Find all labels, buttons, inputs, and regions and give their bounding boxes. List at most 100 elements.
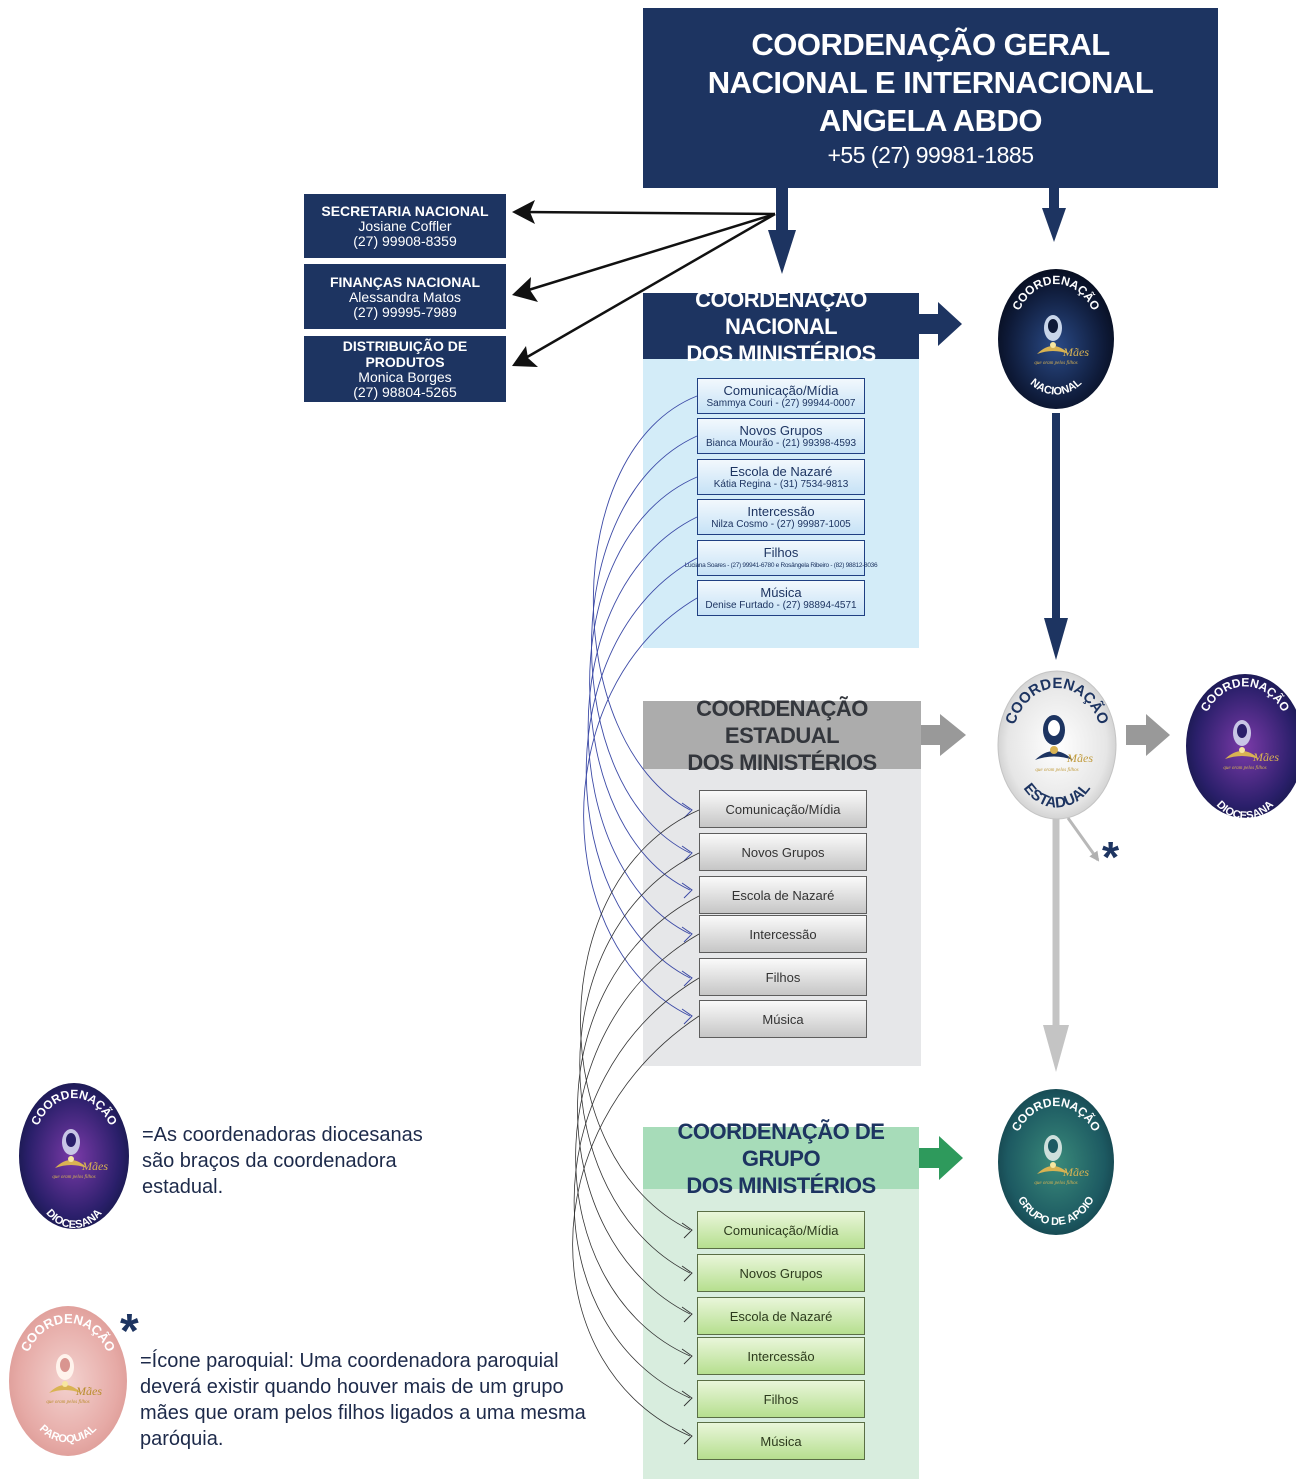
emblem-script: Mães [81,1159,108,1173]
nacional-item-contact: Denise Furtado - (27) 98894-4571 [705,599,857,611]
curve-intercessao [575,933,700,1357]
side-box-secretaria: SECRETARIA NACIONAL Josiane Coffler (27)… [304,194,506,258]
curve-novos-grupos [591,435,698,854]
grey-arrows [921,714,1170,756]
grupo-item-comunicacao: Comunicação/Mídia [697,1211,865,1249]
curves-nacional-to-estadual [583,395,698,1017]
nacional-item-name: Intercessão [747,503,815,519]
nacional-item-contact: Sammya Couri - (27) 99944-0007 [706,397,856,409]
asterisk-marker: * [1102,833,1120,882]
grupo-item-intercessao: Intercessão [697,1337,865,1375]
arrowtip [681,926,693,943]
nacional-item-name: Novos Grupos [739,422,823,438]
legend-line: =As coordenadoras diocesanas [142,1124,423,1146]
top-title-line3: ANGELA ABDO [819,103,1042,138]
arrowhead-to-nacional [768,230,796,274]
side-connector-lines [521,210,776,362]
madonna-icon [1037,1135,1069,1174]
grupo-item-filhos: Filhos [697,1380,865,1418]
madonna-icon [1037,315,1069,354]
curve-comunicacao [592,395,698,811]
arrow-estadual-right [921,714,966,756]
nacional-item-contact: Luciana Soares - (27) 99941-6780 e Rosân… [684,561,878,569]
legend-line: deverá existir quando houver mais de um … [140,1376,564,1398]
arrowhead-to-estadual [1044,618,1068,660]
estadual-item-musica: Música [699,1000,867,1038]
arrowhead-distribuicao [512,346,538,367]
nacional-item-name: Comunicação/Mídia [723,382,839,398]
side-box-title: SECRETARIA NACIONAL [321,203,489,219]
madonna-icon [1035,715,1073,760]
curve-arrowheads-grupo [681,1222,693,1445]
arrowtip [681,845,693,862]
nacional-item-contact: Nilza Cosmo - (27) 99987-1005 [711,518,851,530]
emblem-background [997,670,1117,820]
side-box-title: FINANÇAS NACIONAL [329,273,481,290]
estadual-item-escola: Escola de Nazaré [699,876,867,914]
emblem-script: Mães [1062,345,1089,359]
arrow-nacional-right [919,302,962,346]
estadual-header: COORDENAÇÃO ESTADUAL DOS MINISTÉRIOS [643,696,921,775]
emblem-script: Mães [1066,751,1093,765]
arrowtip [681,1265,693,1282]
legend-line: paróquia. [140,1428,224,1450]
curve-musica [572,1015,700,1437]
emblem-script-sub: que oram pelos filhos [1034,1181,1077,1186]
legend-asterisk: * [120,1305,139,1358]
grupo-item-musica: Música [697,1422,865,1460]
emblem-background [9,1306,127,1456]
arrow-shaft-to-nacional [776,186,788,236]
emblem-script-sub: que oram pelos filhos [46,1400,89,1405]
arrow-to-paroquial [1066,817,1100,862]
nacional-item-contact: Bianca Mourão - (21) 99398-4593 [705,437,857,449]
arrowtip [681,1390,693,1407]
madonna-icon [1225,720,1259,759]
curve-intercessao [587,516,698,935]
emblem-grupo-de-apoio: COORDENAÇÃO Mães que oram pelos filhos G… [998,1089,1114,1235]
estadual-item-novos-grupos: Novos Grupos [699,833,867,871]
arrowtip [681,1348,693,1365]
arrowhead-to-grupo [1043,1025,1069,1072]
arrow-grupo-right [919,1136,963,1180]
side-box-name: Monica Borges [358,369,452,385]
arrowtip [681,882,693,899]
navy-arrows [768,186,1068,660]
legend-emblem-diocesana: COORDENAÇÃO Mães que oram pelos filhos D… [19,1083,129,1230]
curve-novos-grupos [579,852,700,1274]
curve-escola [577,895,700,1315]
emblem-estadual: COORDENAÇÃO Mães que oram pelos filhos E… [997,670,1117,820]
curves-estadual-to-grupo [572,809,700,1437]
emblem-script: Mães [1252,750,1279,764]
nacional-header-line1: COORDENAÇÃO NACIONAL [695,286,867,339]
nacional-header: COORDENAÇÃO NACIONAL DOS MINISTÉRIOS [643,287,919,366]
side-box-financas: FINANÇAS NACIONAL Alessandra Matos (27) … [304,264,506,329]
legend-line: =Ícone paroquial: Uma coordenadora paroq… [140,1350,559,1372]
grupo-header-line1: COORDENAÇÃO DE GRUPO [677,1118,885,1171]
nacional-header-line2: DOS MINISTÉRIOS [686,340,876,366]
legend-line: são braços da coordenadora [142,1150,397,1172]
nacional-item-escola: Escola de Nazaré Kátia Regina - (31) 753… [697,459,865,495]
estadual-header-line2: DOS MINISTÉRIOS [687,749,877,775]
curve-arrowheads-estadual [681,802,693,1025]
grupo-item-novos-grupos: Novos Grupos [697,1254,865,1292]
emblem-diocesana: COORDENAÇÃO Mães que oram pelos filhos D… [1186,674,1296,819]
arrow-to-secretaria [521,210,776,216]
arrowtip [681,1008,693,1025]
emblem-script: Mães [75,1384,102,1398]
arrowtip [681,802,693,819]
legend-paroquial-text: =Ícone paroquial: Uma coordenadora paroq… [140,1348,586,1452]
nacional-item-intercessao: Intercessão Nilza Cosmo - (27) 99987-100… [697,499,865,535]
estadual-header-line1: COORDENAÇÃO ESTADUAL [696,695,868,748]
side-box-title: DISTRIBUIÇÃO DE PRODUTOS [342,338,468,370]
emblem-script-sub: que oram pelos filhos [1034,361,1077,366]
arrowtip [681,1428,693,1445]
arrow-emblem-to-diocesana [1126,714,1170,756]
grupo-item-escola: Escola de Nazaré [697,1297,865,1335]
nacional-item-novos-grupos: Novos Grupos Bianca Mourão - (21) 99398-… [697,418,865,454]
legend-emblem-paroquial: COORDENAÇÃO Mães que oram pelos filhos P… [9,1306,127,1456]
madonna-icon [49,1354,81,1393]
nacional-item-name: Escola de Nazaré [729,463,833,479]
side-box-distribuicao: DISTRIBUIÇÃO DE PRODUTOS Monica Borges (… [304,336,506,402]
curve-escola [589,476,698,891]
